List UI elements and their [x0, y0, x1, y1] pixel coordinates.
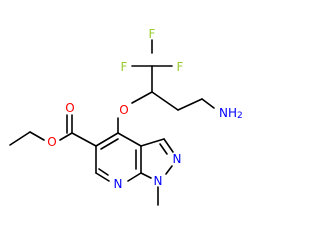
- bond-ethyl: [9, 131, 31, 146]
- bond-chiral-ch2: [151, 91, 179, 111]
- bond-oether-ethyl: [29, 131, 45, 141]
- atom-label-f-right: F: [177, 60, 184, 74]
- bond-n7-c6: [95, 172, 110, 182]
- atom-label-n-pyrazole: N: [173, 152, 182, 166]
- bond-carbonyl-oether: [59, 132, 73, 141]
- bond-c3a-c3: [140, 138, 165, 147]
- bond-lines: [9, 39, 215, 206]
- atom-label-amine: NH2: [219, 106, 243, 121]
- chemical-structure-diagram: F F F O NH2 O O N N N: [9, 27, 243, 206]
- bond-c5-carbonyl: [71, 132, 97, 147]
- bond-ch2-ch2: [177, 98, 203, 111]
- bond-n1-c7a: [140, 172, 152, 179]
- bond-n7-c6-inner: [98, 168, 109, 176]
- atom-label-f-left: F: [121, 60, 128, 74]
- bond-c4-c3a: [117, 132, 142, 147]
- bond-n2-n1: [165, 165, 173, 175]
- bond-c3-n2: [163, 138, 174, 153]
- bond-ch2-nh2: [201, 98, 215, 109]
- atom-label-ester-o-ether: O: [47, 135, 56, 149]
- atom-label-n-methyl: N: [154, 174, 163, 188]
- bond-chiral-o: [131, 91, 153, 104]
- bond-c5-c4: [95, 132, 119, 147]
- bond-c3-n2-inner: [159, 143, 168, 155]
- atom-label-n-pyridine: N: [114, 177, 123, 191]
- atom-label-f-top: F: [149, 27, 156, 41]
- atom-label-ester-o-carbonyl: O: [65, 101, 74, 115]
- atom-label-ether-o: O: [119, 103, 128, 117]
- bond-c7a-n7: [127, 172, 142, 182]
- bond-c5-c4-inner: [100, 138, 119, 150]
